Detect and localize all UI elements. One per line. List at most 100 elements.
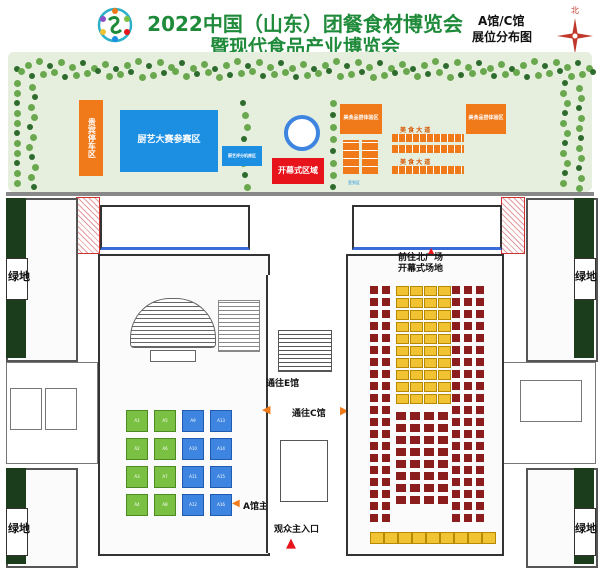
- booth-c-block: [464, 310, 472, 318]
- seating-right-block: [218, 300, 260, 352]
- tree-icon: [128, 69, 134, 75]
- booth-c-block: [438, 436, 448, 444]
- tree-icon: [330, 124, 337, 131]
- tree-icon: [242, 172, 248, 178]
- tree-icon: [546, 70, 553, 77]
- booth-c-block: [370, 370, 378, 378]
- booth-c-block: [476, 322, 484, 330]
- booth-c-block: [370, 442, 378, 450]
- tree-icon: [244, 184, 251, 191]
- booth-c-block: [464, 286, 472, 294]
- food-experience-right: 美食品尝体验区: [466, 104, 506, 134]
- booth-c-block: [382, 406, 390, 414]
- green-left-2: 绿地: [8, 522, 30, 535]
- left-connector: [6, 362, 98, 464]
- booth-c-block: [382, 478, 390, 486]
- tree-icon: [238, 70, 245, 77]
- round-stage: [284, 115, 320, 151]
- booth-c-featured: [396, 382, 409, 392]
- tree-icon: [311, 66, 317, 72]
- tree-icon: [576, 165, 582, 171]
- booth-c-featured: [410, 358, 423, 368]
- booth-c-block: [382, 466, 390, 474]
- food-stall-row-3: [392, 166, 464, 174]
- tree-icon: [560, 90, 567, 97]
- tree-icon: [256, 59, 263, 66]
- booth-c-block: [370, 310, 378, 318]
- tree-icon: [388, 65, 395, 72]
- tree-icon: [414, 73, 421, 80]
- booth-c-block: [370, 382, 378, 390]
- booth-c-featured: [424, 298, 437, 308]
- booth-c-block: [476, 406, 484, 414]
- tree-icon: [293, 74, 299, 80]
- booth-c-block: [424, 424, 434, 432]
- tree-icon: [560, 120, 567, 127]
- booth-c-featured: [410, 346, 423, 356]
- tree-icon: [578, 115, 585, 122]
- to-hall-c-arrow-icon: ▶: [340, 404, 349, 417]
- central-escalator-top: [278, 330, 332, 372]
- tree-icon: [576, 105, 582, 111]
- booth-c-block: [452, 334, 460, 342]
- booth-c-block: [438, 412, 448, 420]
- tree-icon: [330, 136, 337, 143]
- booth-c-block: [410, 424, 420, 432]
- tree-icon: [135, 58, 142, 65]
- hall-label: A馆/C馆: [478, 14, 525, 28]
- booth-c-featured: [384, 532, 398, 544]
- booth-c-featured: [438, 286, 451, 296]
- tree-icon: [245, 63, 251, 69]
- tree-icon: [14, 170, 21, 177]
- booth-c-featured: [440, 532, 454, 544]
- booth-c-block: [452, 418, 460, 426]
- a-entrance-arrow-icon: ◀: [232, 498, 240, 509]
- booth-a8: A8: [154, 494, 176, 516]
- tree-icon: [278, 60, 284, 66]
- tree-icon: [370, 74, 377, 81]
- booth-c-block: [410, 448, 420, 456]
- tree-icon: [578, 155, 585, 162]
- tree-icon: [14, 90, 21, 97]
- booth-c-block: [424, 496, 434, 504]
- booth-c-featured: [424, 382, 437, 392]
- booth-c-featured: [396, 286, 409, 296]
- booth-c-block: [382, 286, 390, 294]
- tree-icon: [267, 64, 274, 71]
- booth-c-block: [452, 454, 460, 462]
- booth-c-block: [370, 502, 378, 510]
- compass-north: 北: [571, 6, 579, 15]
- green-right-1: 绿地: [575, 270, 597, 283]
- north-plaza-arrow-icon: ▲: [428, 246, 435, 255]
- tree-icon: [562, 170, 568, 176]
- tree-icon: [498, 61, 505, 68]
- tree-icon: [560, 180, 567, 187]
- booth-c-block: [452, 286, 460, 294]
- booth-c-block: [396, 424, 406, 432]
- booth-c-block: [370, 358, 378, 366]
- tree-icon: [465, 64, 472, 71]
- tree-icon: [562, 140, 568, 146]
- booth-c-featured: [468, 532, 482, 544]
- tree-icon: [14, 130, 20, 136]
- tree-icon: [95, 68, 101, 74]
- vip-parking-zone: 贵宾停车区: [79, 100, 103, 176]
- booth-c-featured: [438, 322, 451, 332]
- food-stall-col-left2: [362, 140, 378, 174]
- right-connector-rooms: [520, 380, 582, 422]
- booth-c-featured: [412, 532, 426, 544]
- booth-c-block: [382, 382, 390, 390]
- booth-c-block: [382, 334, 390, 342]
- tree-icon: [576, 185, 583, 192]
- booth-c-featured: [410, 370, 423, 380]
- to-hall-e-label: 通往E馆: [266, 379, 300, 389]
- booth-c-block: [464, 394, 472, 402]
- left-green-area-2: [6, 508, 28, 556]
- tree-icon: [51, 69, 58, 76]
- tree-icon: [124, 62, 131, 69]
- tree-icon: [227, 72, 233, 78]
- booth-c-featured: [438, 334, 451, 344]
- booth-c-block: [476, 370, 484, 378]
- booth-a15: A15: [210, 466, 232, 488]
- corridor-right-outline: [352, 205, 502, 250]
